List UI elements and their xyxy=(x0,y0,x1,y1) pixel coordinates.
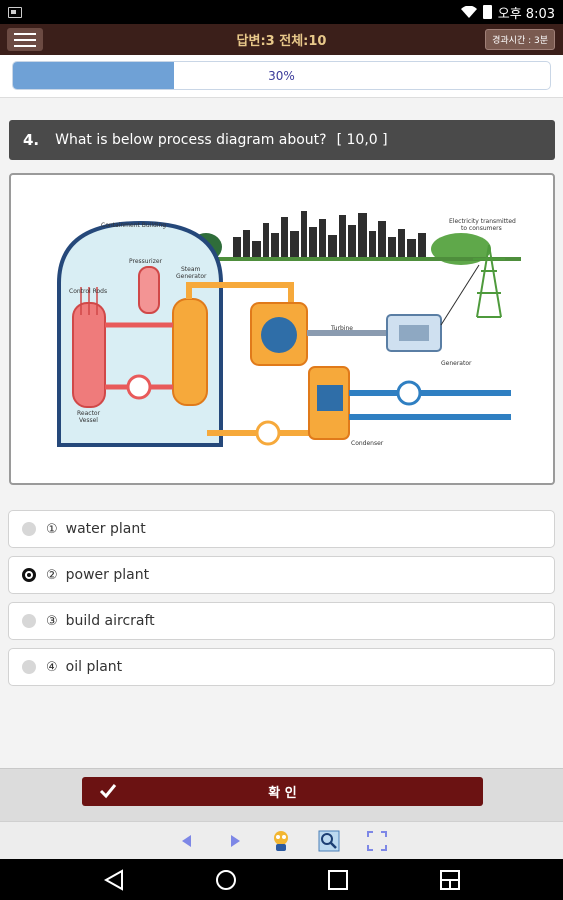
menu-button[interactable] xyxy=(7,28,43,51)
label-control-rods: Control Rods xyxy=(69,288,107,295)
question-points: [ 10,0 ] xyxy=(336,132,388,148)
process-diagram[interactable]: Containment Building Pressurizer Steam G… xyxy=(9,173,555,485)
progress-fill xyxy=(13,62,175,89)
radio-button-selected[interactable] xyxy=(22,568,36,582)
option-1[interactable]: ① water plant xyxy=(8,510,555,548)
option-number: ③ xyxy=(46,613,58,629)
option-text: build aircraft xyxy=(65,613,155,629)
label-electricity-2: to consumers xyxy=(461,225,502,232)
ground-line xyxy=(191,257,521,261)
back-icon[interactable] xyxy=(102,869,126,891)
bottom-toolbar xyxy=(0,821,563,859)
option-number: ④ xyxy=(46,659,58,675)
label-steam-generator-2: Generator xyxy=(176,273,207,280)
option-3[interactable]: ③ build aircraft xyxy=(8,602,555,640)
wifi-icon xyxy=(460,6,477,18)
question-number: 4. xyxy=(23,131,40,149)
progress-label: 30% xyxy=(268,68,295,83)
label-condenser: Condenser xyxy=(351,440,384,447)
radio-button[interactable] xyxy=(22,660,36,674)
feedwater-pump xyxy=(255,420,281,446)
multiwindow-icon[interactable] xyxy=(438,869,462,891)
confirm-label: 확 인 xyxy=(268,786,297,801)
reactor-vessel xyxy=(72,302,106,408)
label-steam-generator-1: Steam xyxy=(181,266,201,273)
next-arrow-icon[interactable] xyxy=(222,828,248,854)
option-4[interactable]: ④ oil plant xyxy=(8,648,555,686)
system-nav-bar xyxy=(0,859,563,900)
hamburger-icon xyxy=(14,32,36,35)
label-reactor-1: Reactor xyxy=(77,410,101,417)
question-text: What is below process diagram about? xyxy=(55,132,327,148)
turbine-shaft xyxy=(307,330,391,336)
confirm-button[interactable]: 확 인 xyxy=(82,777,483,806)
turbine-rotor xyxy=(261,317,297,353)
hamburger-line xyxy=(14,38,36,41)
condenser-coil xyxy=(317,385,343,411)
option-text: power plant xyxy=(65,567,150,583)
option-number: ② xyxy=(46,567,58,583)
control-rods xyxy=(80,287,98,315)
option-2[interactable]: ② power plant xyxy=(8,556,555,594)
steam-generator xyxy=(172,298,208,406)
recents-icon[interactable] xyxy=(326,869,350,891)
app-header: 답변:3 전체:10 경과시간 : 3분 xyxy=(0,24,563,55)
city-skyline xyxy=(233,211,426,261)
option-text: oil plant xyxy=(65,659,123,675)
answer-count-title: 답변:3 전체:10 xyxy=(236,34,327,49)
cooling-pump xyxy=(396,380,422,406)
generator-core xyxy=(399,325,429,341)
progress-bar: 30% xyxy=(12,61,551,90)
divider xyxy=(0,97,563,98)
primary-pump xyxy=(126,374,152,400)
question-bar: 4. What is below process diagram about? … xyxy=(9,120,555,160)
option-number: ① xyxy=(46,521,58,537)
zoom-search-icon[interactable] xyxy=(316,828,342,854)
label-generator: Generator xyxy=(441,360,472,367)
mascot-icon[interactable] xyxy=(268,828,294,854)
label-electricity-1: Electricity transmitted xyxy=(449,218,516,225)
pressurizer xyxy=(138,266,160,314)
label-turbine: Turbine xyxy=(330,325,353,332)
checkmark-icon xyxy=(99,784,117,799)
transmission-tower xyxy=(440,244,505,326)
label-reactor-2: Vessel xyxy=(79,417,98,424)
primary-loop-pipes xyxy=(105,322,173,390)
radio-button[interactable] xyxy=(22,614,36,628)
confirm-bar: 확 인 xyxy=(0,768,563,821)
nuclear-plant-illustration: Containment Building Pressurizer Steam G… xyxy=(57,211,521,447)
fullscreen-icon[interactable] xyxy=(364,828,390,854)
progress-section: 30% xyxy=(0,55,563,97)
label-pressurizer: Pressurizer xyxy=(129,258,163,265)
radio-button[interactable] xyxy=(22,522,36,536)
notification-image-icon xyxy=(8,6,22,18)
cooling-water-lines xyxy=(349,390,511,420)
prev-arrow-icon[interactable] xyxy=(174,828,200,854)
status-bar: 오후 8:03 xyxy=(0,0,563,24)
label-containment: Containment Building xyxy=(101,222,166,229)
elapsed-time-badge[interactable]: 경과시간 : 3분 xyxy=(485,29,555,50)
hamburger-line xyxy=(14,44,36,47)
battery-icon xyxy=(482,5,492,19)
option-text: water plant xyxy=(65,521,146,537)
home-icon[interactable] xyxy=(214,869,238,891)
status-time: 오후 8:03 xyxy=(497,6,555,22)
